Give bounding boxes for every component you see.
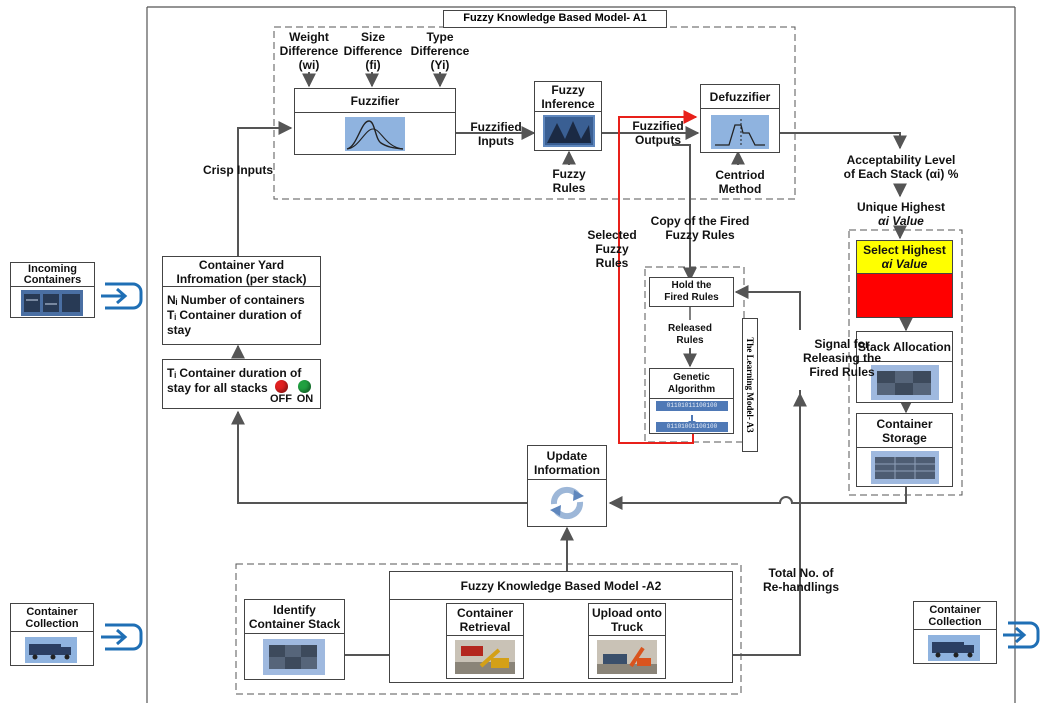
defuzzify-curve-icon [711,115,769,149]
down-arrow-icon [688,412,696,425]
fuzzifier-box: Fuzzifier [294,88,456,155]
update-to-yard-wire [231,410,527,504]
membership-curve-icon [345,117,405,151]
a2-frame [235,563,742,695]
truck-left-image [25,637,77,663]
a3-title-box: The Learning Model- A3 [742,318,758,452]
defuzzifier-box: Defuzzifier [700,84,780,153]
inference-peaks-icon [543,115,595,147]
yard-line-stay: stay [167,323,192,337]
stack-allocation-label: Stack Allocation [857,332,952,362]
gene-string-top: 01101011100100 [656,401,728,411]
defuzzifier-output-wire [780,132,907,150]
a2-title: Fuzzy Knowledge Based Model -A2 [390,572,732,600]
crisp-input-wire [237,121,293,256]
a1-frame [273,26,796,200]
a1-title: Fuzzy Knowledge Based Model- A1 [443,10,667,28]
container-stack-image [871,365,939,400]
truck-right-image [928,635,980,661]
stack-allocation-box: Stack Allocation [856,331,953,403]
refresh-icon [540,484,594,522]
copy-rules-wire [672,144,697,282]
gene-string-bottom: 01101001100100 [656,422,728,432]
stay-all-stacks-box: Tᵢ Container duration of stay for all st… [162,359,321,409]
off-led-icon[interactable] [275,380,288,393]
stay-line-1: Tᵢ Container duration of [167,366,302,380]
incoming-enter-icon[interactable] [97,276,147,316]
on-label: ON [296,393,314,405]
a3-title: The Learning Model- A3 [745,337,755,433]
collection-left-enter-icon[interactable] [97,617,147,657]
container-storage-image [871,451,939,484]
crisp-inputs-label: Crisp Inputs [202,163,273,177]
selected-rules-wire [618,110,698,444]
defuzzifier-label: Defuzzifier [701,85,779,109]
identify-stack-image [263,639,325,675]
off-label: OFF [270,393,292,405]
fuzzifier-label: Fuzzifier [295,89,455,113]
storage-to-update-wire [608,486,907,510]
collection-right-enter-icon[interactable] [1000,615,1041,655]
truck-loading-image [597,640,657,674]
stay-line-2: stay for all stacks [167,381,268,395]
reach-stacker-image [455,640,515,674]
incoming-panel-image [21,290,83,316]
a2-model-box: Fuzzy Knowledge Based Model -A2 [389,571,733,683]
on-led-icon[interactable] [298,380,311,393]
a3-frame [644,266,745,443]
main-frame [146,6,1016,703]
yard-line-number: Nᵢ Number of containers [167,293,305,307]
yard-line-duration: Tᵢ Container duration of [167,308,302,322]
